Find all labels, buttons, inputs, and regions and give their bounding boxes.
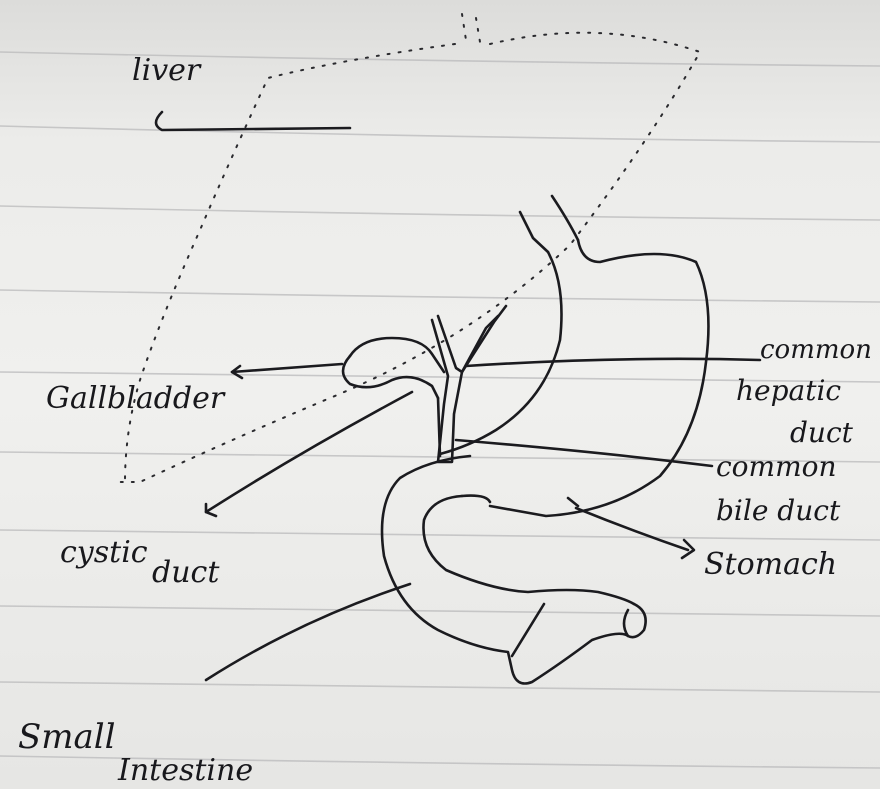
label-common-bile-1: common xyxy=(716,450,837,483)
label-gallbladder: Gallbladder xyxy=(46,381,226,416)
label-small: Small xyxy=(18,717,116,757)
label-intestine: Intestine xyxy=(117,753,253,788)
label-cystic-duct: duct xyxy=(152,555,220,590)
label-common-hepatic-2: hepatic xyxy=(736,374,841,407)
label-liver: liver xyxy=(132,53,202,88)
label-cystic: cystic xyxy=(60,535,148,570)
label-common-hepatic-1: common xyxy=(760,335,872,365)
stomach-shape xyxy=(440,196,708,516)
label-common-hepatic-3: duct xyxy=(790,416,854,449)
label-common-bile-2: bile duct xyxy=(716,494,841,527)
label-stomach: Stomach xyxy=(704,547,837,582)
small-intestine-shape xyxy=(382,456,646,684)
